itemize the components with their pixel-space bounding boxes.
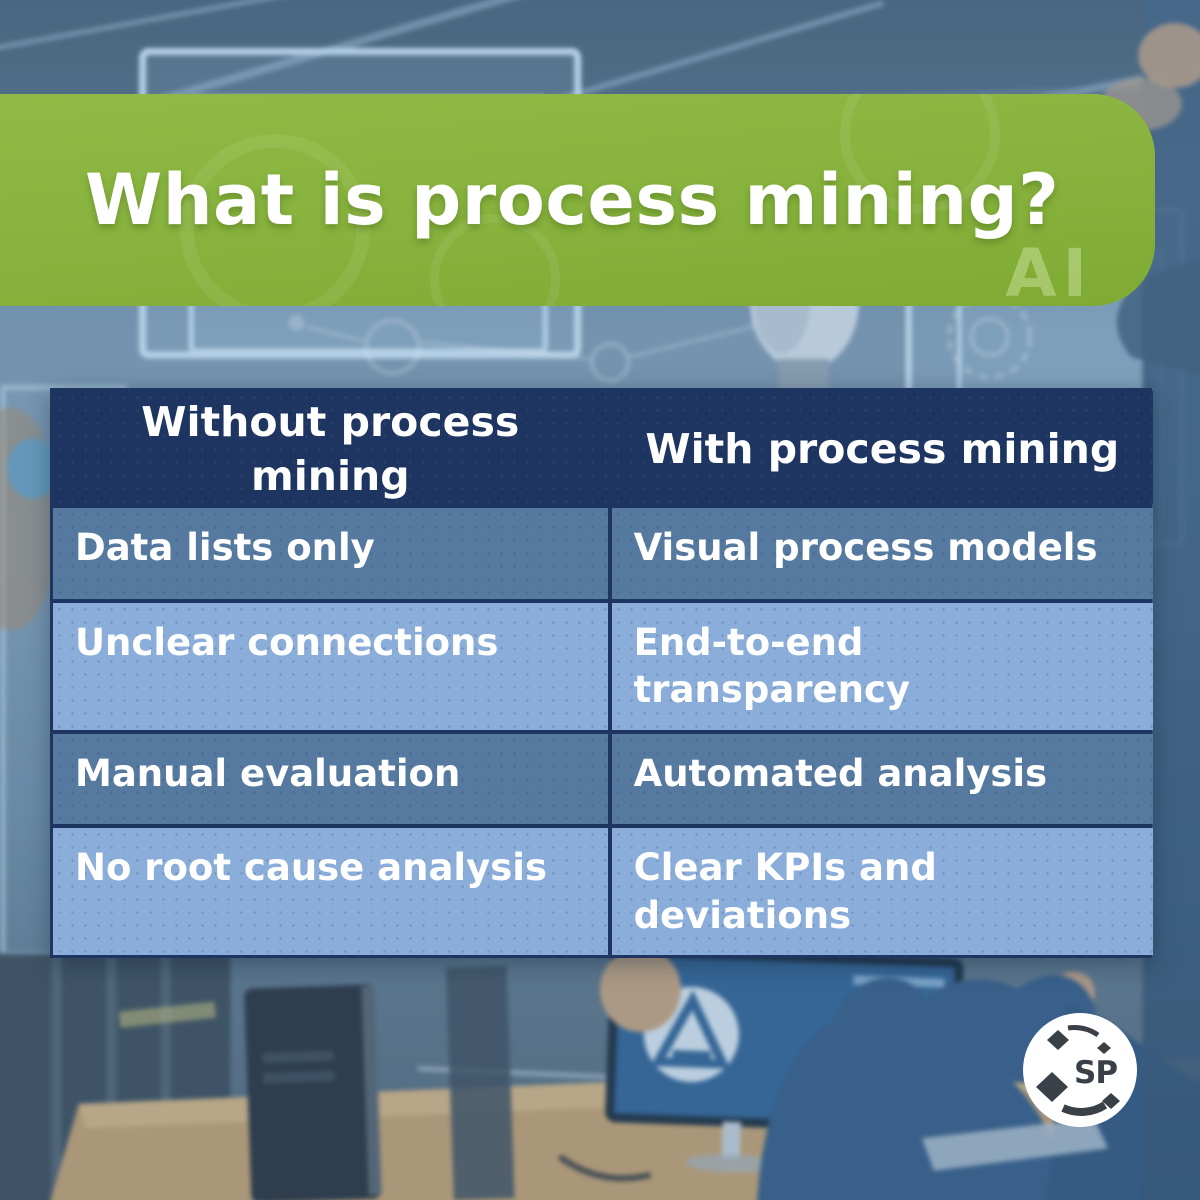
table-cell-with-row4: Clear KPIs and deviations — [611, 828, 1153, 955]
sp-logo-diamond-ring — [1036, 1025, 1120, 1116]
table-cell-without-row4: No root cause analysis — [53, 828, 608, 955]
table-header-without-process-mining: Without process mining — [53, 391, 608, 504]
table-cell-with-row1: Visual process models — [611, 508, 1153, 599]
keyboard — [921, 1118, 1109, 1171]
table-header-with-process-mining: With process mining — [611, 391, 1153, 504]
table-cell-with-row3: Automated analysis — [611, 733, 1153, 825]
page-title: What is process mining? — [85, 159, 1060, 241]
left-figure-blur — [0, 407, 60, 631]
comparison-table: Without process mining With process mini… — [50, 388, 1153, 958]
pc-tower — [244, 965, 515, 1200]
title-banner: What is process mining? AI — [0, 94, 1155, 306]
table-cell-without-row3: Manual evaluation — [53, 733, 608, 825]
cable — [557, 1154, 652, 1182]
gear-decor-icon — [430, 214, 560, 306]
gear-decor-icon — [840, 94, 1000, 214]
table-cell-without-row2: Unclear connections — [53, 602, 608, 730]
sp-logo: SP — [1023, 1013, 1137, 1127]
table-cell-with-row2: End-to-end transparency — [611, 602, 1153, 730]
sp-logo-text: SP — [1074, 1055, 1117, 1091]
table-cell-without-row1: Data lists only — [53, 508, 608, 599]
ai-watermark-text: AI — [1005, 235, 1093, 306]
